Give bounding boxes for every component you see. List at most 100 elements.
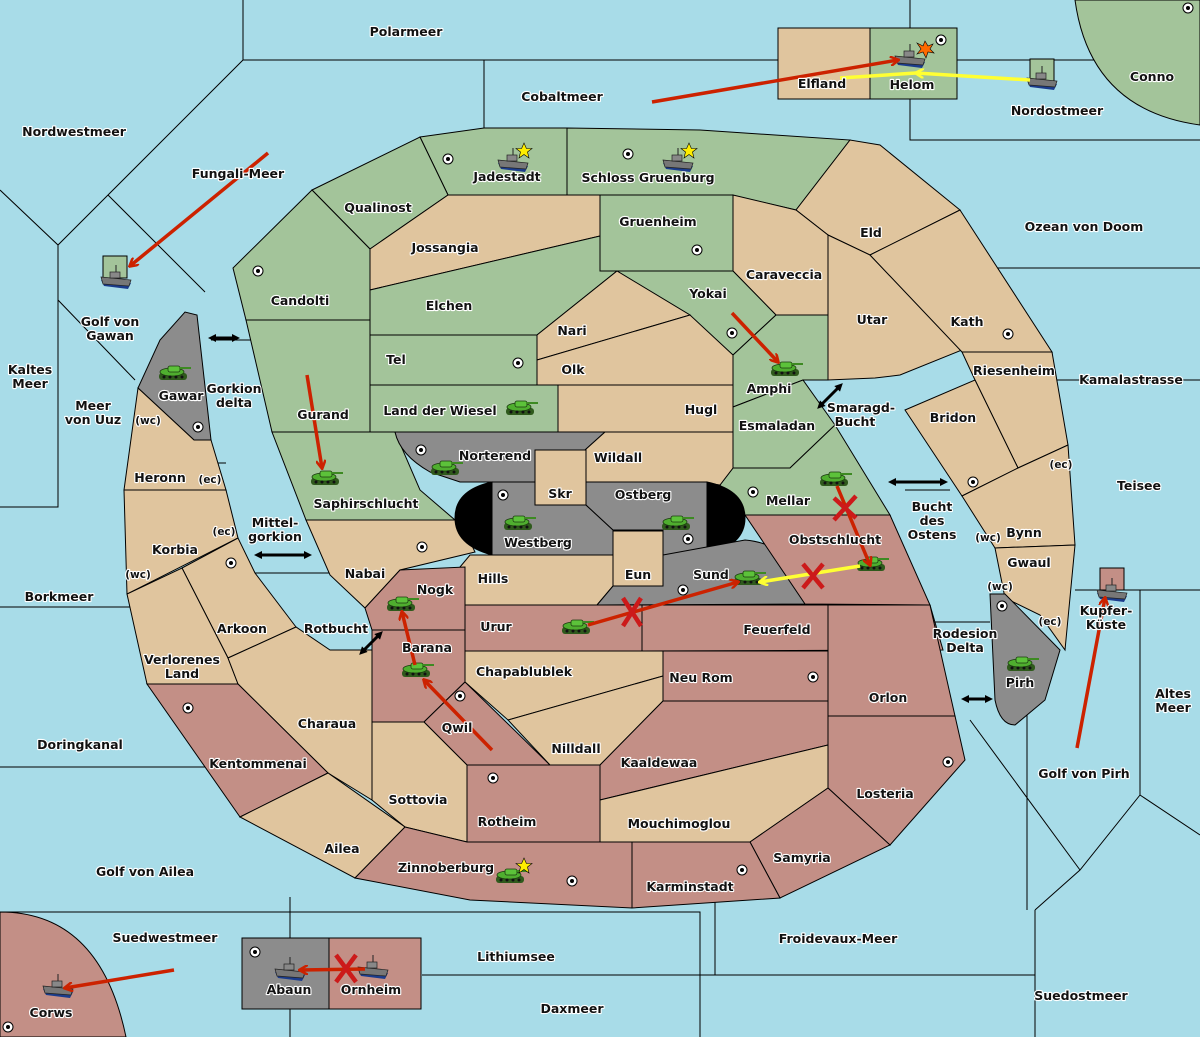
territory-bynn[interactable] (961, 444, 1076, 549)
territory-label-sottovia: Sottovia (389, 792, 448, 807)
move-order-arrow (300, 969, 366, 970)
territory-label-qwil: Qwil (442, 720, 473, 735)
territory-gwaul[interactable] (994, 544, 1076, 652)
supply-center-icon (249, 946, 261, 958)
territory-label-schloss-gruenburg: Schloss Gruenburg (581, 170, 714, 185)
territory-label-hugl: Hugl (685, 402, 718, 417)
supply-center-icon (691, 244, 703, 256)
sea-label-teisee: Teisee (1117, 478, 1161, 493)
sea-label-gorkion-delta-1: Gorkion (206, 381, 261, 396)
sea-label-golf-von-ailea: Golf von Ailea (96, 864, 194, 879)
supply-center-icon (967, 476, 979, 488)
territory-label-olk: Olk (561, 362, 585, 377)
territory-label-gawar: Gawar (159, 388, 205, 403)
territory-rotheim[interactable] (466, 764, 601, 843)
supply-center-icon (677, 584, 689, 596)
coast-label-wc: (wc) (987, 581, 1013, 593)
sea-label-daxmeer: Daxmeer (540, 1001, 604, 1016)
orders (65, 60, 1105, 988)
supply-center-icon (622, 148, 634, 160)
territory-label-korbia: Korbia (152, 542, 198, 557)
x-mark-icon (334, 494, 858, 984)
territory-label-utar: Utar (857, 312, 889, 327)
territory-conno[interactable] (1074, 0, 1200, 126)
supply-center-icon (416, 541, 428, 553)
sea-label-kaltes-meer-1: Kaltes (8, 362, 52, 377)
territory-label-bridon: Bridon (930, 410, 976, 425)
territory-label-nabai: Nabai (345, 566, 386, 581)
coast-label-ec: (ec) (199, 474, 222, 486)
sea-label-golf-von-gawan-1: Golf von (81, 314, 140, 329)
territory-label-ornheim: Ornheim (341, 982, 401, 997)
coast-label-ec: (ec) (213, 526, 236, 538)
sea-label-kamalastrasse: Kamalastrasse (1079, 372, 1183, 387)
territory-label-yokai: Yokai (688, 286, 727, 301)
territory-label-gurand: Gurand (297, 407, 349, 422)
territory-label-tel: Tel (386, 352, 406, 367)
sea-label-altes-meer-2: Meer (1155, 700, 1191, 715)
move-order-arrow (730, 311, 778, 362)
territory-label-westberg: Westberg (504, 535, 572, 550)
territory-skr[interactable] (534, 449, 587, 506)
territory-label-obstschlucht: Obstschlucht (789, 532, 881, 547)
sea-label-altes-meer-1: Altes (1155, 686, 1191, 701)
territory-label-nilldall: Nilldall (551, 741, 600, 756)
sea-label-mittelgorkion-1: Mittel- (252, 515, 299, 530)
sea-label-fungali-meer: Fungali-Meer (192, 166, 285, 181)
territory-label-karminstadt: Karminstadt (646, 879, 733, 894)
territory-label-barana: Barana (402, 640, 452, 655)
supply-center-icon (682, 533, 694, 545)
sea-label-gorkion-delta-2: delta (216, 395, 252, 410)
supply-center-icon (2, 1021, 14, 1033)
sea-label-bucht-des-ostens-1: Bucht (912, 499, 953, 514)
supply-center-icon (726, 327, 738, 339)
double-arrow-icon (208, 334, 993, 703)
supply-center-icon (935, 34, 947, 46)
territory-label-jossangia: Jossangia (410, 240, 478, 255)
territory-label-hills: Hills (478, 571, 509, 586)
territory-label-eun: Eun (625, 567, 651, 582)
territory-hills[interactable] (444, 554, 614, 606)
territory-label-urur: Urur (480, 619, 512, 634)
explosion-icon (916, 40, 935, 59)
territory-label-norterend: Norterend (459, 448, 531, 463)
territory-label-kaaldewaa: Kaaldewaa (621, 755, 698, 770)
territory-gruenheim[interactable] (599, 194, 734, 272)
coast-label-wc: (wc) (975, 532, 1001, 544)
territory-label-neu-rom: Neu Rom (669, 670, 732, 685)
move-order-arrow (651, 60, 898, 104)
sea-label-bucht-des-ostens-2: des (920, 513, 945, 528)
sea-label-kupfer-kueste-1: Kupfer- (1080, 603, 1133, 618)
move-order-arrow (587, 582, 738, 627)
sea-label-cobaltmeer: Cobaltmeer (521, 89, 603, 104)
supply-center-icon (942, 756, 954, 768)
supply-center-icon (1182, 2, 1194, 14)
territory-label-orlon: Orlon (869, 690, 908, 705)
supply-center-icon (996, 600, 1008, 612)
territory-corws[interactable] (0, 911, 127, 1037)
coast-label-ec: (ec) (1050, 459, 1073, 471)
supply-center-icon (807, 671, 819, 683)
territory-label-nogk: Nogk (417, 582, 454, 597)
territory-saphirschlucht[interactable] (271, 431, 457, 521)
territory-label-heronn: Heronn (134, 470, 186, 485)
territory-label-amphi: Amphi (747, 381, 792, 396)
sea-label-doringkanal: Doringkanal (37, 737, 123, 752)
supply-center-icon (415, 444, 427, 456)
territory-label-pirh: Pirh (1006, 675, 1035, 690)
territory-heronn[interactable] (123, 386, 227, 491)
territory-label-qualinost: Qualinost (344, 200, 411, 215)
territory-label-corws: Corws (30, 1005, 73, 1020)
territory-elfland[interactable] (777, 27, 871, 100)
sea-label-bucht-des-ostens-3: Ostens (908, 527, 957, 542)
territory-label-verlorenes-land-1: Verlorenes (144, 652, 220, 667)
sea-label-nordostmeer: Nordostmeer (1011, 103, 1104, 118)
labels: PolarmeerCobaltmeerNordwestmeerFungali-M… (7, 23, 1193, 1021)
sea-label-nordwestmeer: Nordwestmeer (22, 124, 127, 139)
units (42, 40, 1128, 999)
territory-karminstadt[interactable] (631, 841, 781, 909)
sea-label-golf-von-gawan-2: Gawan (86, 328, 134, 343)
territory-label-caraveccia: Caraveccia (746, 267, 822, 282)
